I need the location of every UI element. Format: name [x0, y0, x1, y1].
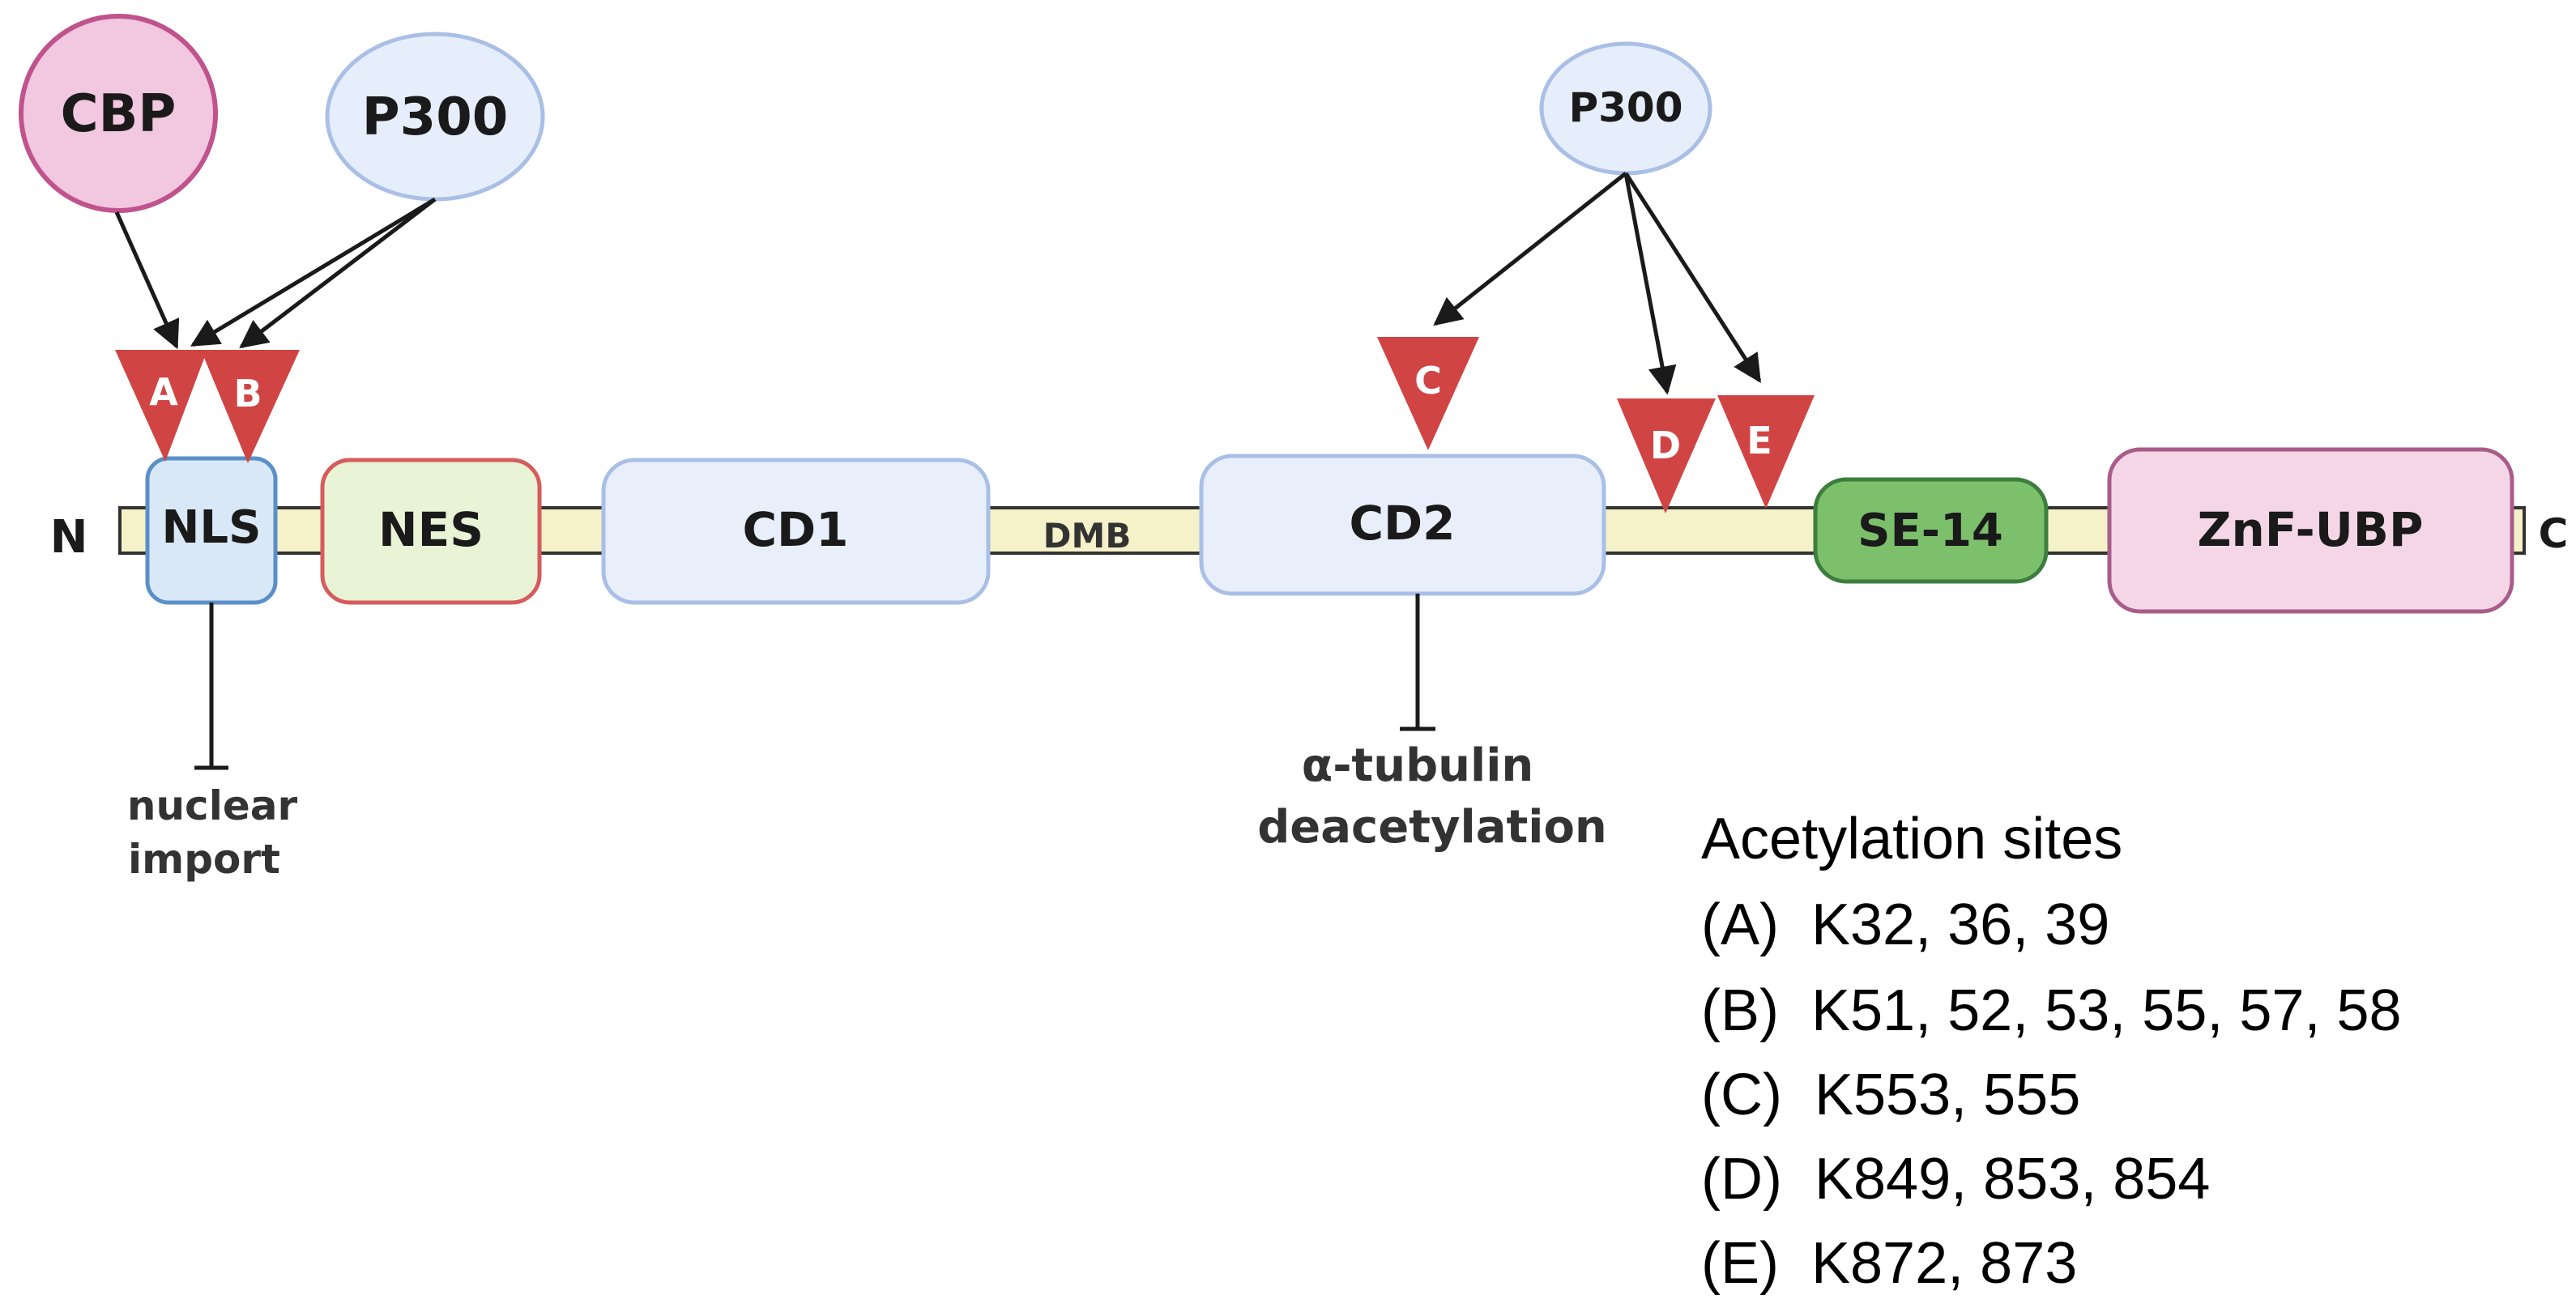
legend-title: Acetylation sites [1701, 807, 2122, 871]
c-terminus-label: C [2539, 510, 2569, 557]
arrow-p300-to-a [190, 197, 437, 347]
n-terminus-label: N [50, 511, 88, 564]
cd1-domain-label: CD1 [742, 502, 848, 557]
site-c-triangle [1377, 337, 1479, 450]
legend-entry: (B) K51, 52, 53, 55, 57, 58 [1701, 978, 2402, 1043]
legend-entry: (D) K849, 853, 854 [1701, 1147, 2210, 1212]
site-a-label: A [149, 370, 178, 414]
cd2-domain [1199, 454, 1606, 596]
acetylation-legend: Acetylation sites (A) K32, 36, 39 (B) K5… [1701, 807, 2402, 1296]
tubulin-deacetylation-line2: deacetylation [1257, 801, 1607, 854]
site-a-triangle [115, 350, 207, 462]
p300-enzyme-left-label: P300 [362, 87, 509, 147]
acetylation-arrows [114, 172, 1762, 395]
dmb-linker-label: DMB [1043, 516, 1132, 556]
legend-entry: (C) K553, 555 [1701, 1063, 2080, 1127]
site-b-label: B [233, 372, 262, 415]
nuclear-import-line2: import [128, 836, 280, 883]
p300-enzyme-right-label: P300 [1568, 84, 1683, 131]
arrow-p300-to-d [1623, 173, 1677, 395]
arrow-p300-to-e [1623, 172, 1762, 383]
cd2-domain-label: CD2 [1349, 496, 1455, 551]
se14-domain-label: SE-14 [1857, 505, 2003, 557]
site-e-label: E [1746, 419, 1772, 462]
cbp-enzyme [19, 14, 218, 213]
arrow-p300-to-c [1433, 172, 1627, 326]
nes-domain [320, 458, 542, 605]
se14-domain [1813, 477, 2049, 584]
znf-ubp-domain [2107, 447, 2514, 614]
legend-entry: (E) K872, 873 [1701, 1231, 2077, 1296]
nuclear-import-line1: nuclear [127, 782, 298, 829]
site-e-triangle [1717, 395, 1815, 509]
cd1-domain [601, 458, 991, 605]
site-d-triangle [1617, 398, 1716, 513]
site-b-triangle [201, 350, 300, 463]
cbp-enzyme-label: CBP [61, 84, 177, 144]
site-d-label: D [1650, 424, 1681, 467]
znf-ubp-domain-label: ZnF-UBP [2197, 502, 2423, 557]
arrow-p300-to-b [239, 198, 437, 349]
arrow-cbp-to-a [114, 211, 180, 350]
tubulin-deacetylation-line1: α-tubulin [1302, 739, 1534, 792]
nes-domain-label: NES [378, 502, 484, 557]
site-c-label: C [1414, 359, 1442, 403]
legend-entry: (A) K32, 36, 39 [1701, 892, 2109, 957]
nls-domain-label: NLS [162, 501, 262, 554]
inhibition-lines [194, 594, 1435, 770]
